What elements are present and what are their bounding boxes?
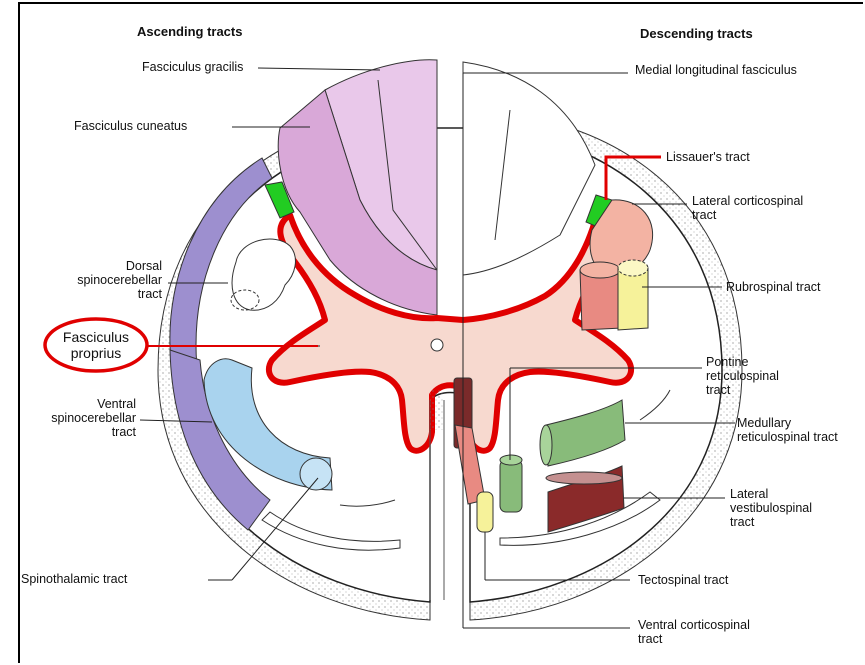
label-medullary-reticulospinal-line2: reticulospinal tract <box>737 430 838 444</box>
pontine-cap <box>500 455 522 465</box>
ventral-fissure-dots <box>430 390 444 430</box>
label-ventral-spinocerebellar-line3: tract <box>32 425 136 439</box>
label-fasciculus-proprius-line1: Fasciculus <box>46 329 146 345</box>
label-dorsal-spinocerebellar: Dorsal spinocerebellar tract <box>60 259 162 301</box>
rubrospinal-yellow-cap <box>618 260 648 276</box>
label-pontine-reticulospinal-line1: Pontine <box>706 355 779 369</box>
label-lateral-vestibulospinal: Lateral vestibulospinal tract <box>730 487 812 529</box>
label-medullary-reticulospinal-line1: Medullary <box>737 416 838 430</box>
label-medial-longitudinal: Medial longitudinal fasciculus <box>635 63 797 77</box>
label-lateral-corticospinal-line2: tract <box>692 208 803 222</box>
label-ventral-spinocerebellar-line1: Ventral <box>32 397 136 411</box>
label-dorsal-spinocerebellar-line3: tract <box>60 287 162 301</box>
label-tectospinal: Tectospinal tract <box>638 573 728 587</box>
label-fasciculus-proprius-line2: proprius <box>46 345 146 361</box>
label-spinothalamic: Spinothalamic tract <box>21 572 127 586</box>
medullary-cap <box>540 425 552 465</box>
label-ventral-corticospinal-line1: Ventral corticospinal <box>638 618 750 632</box>
label-fasciculus-proprius: Fasciculus proprius <box>46 329 146 361</box>
label-lissauer: Lissauer's tract <box>666 150 750 164</box>
label-rubrospinal: Rubrospinal tract <box>726 280 821 294</box>
label-dorsal-spinocerebellar-line1: Dorsal <box>60 259 162 273</box>
central-canal <box>431 339 443 351</box>
rubrospinal-cap <box>580 262 620 278</box>
vestibulospinal-cap <box>546 472 622 484</box>
label-pontine-reticulospinal-line3: tract <box>706 383 779 397</box>
label-lateral-vestibulospinal-line2: vestibulospinal <box>730 501 812 515</box>
label-ventral-corticospinal-line2: tract <box>638 632 750 646</box>
label-ventral-spinocerebellar: Ventral spinocerebellar tract <box>32 397 136 439</box>
rubrospinal-yellow <box>618 268 648 330</box>
label-fasciculus-cuneatus: Fasciculus cuneatus <box>74 119 187 133</box>
label-lateral-vestibulospinal-line3: tract <box>730 515 812 529</box>
pontine-reticulospinal-tract <box>500 460 522 512</box>
label-lateral-corticospinal-line1: Lateral corticospinal <box>692 194 803 208</box>
label-medullary-reticulospinal: Medullary reticulospinal tract <box>737 416 838 444</box>
label-fasciculus-gracilis: Fasciculus gracilis <box>142 60 243 74</box>
label-lateral-corticospinal: Lateral corticospinal tract <box>692 194 803 222</box>
ventral-spinocerebellar-cap <box>300 458 332 490</box>
label-lateral-vestibulospinal-line1: Lateral <box>730 487 812 501</box>
tectospinal-tract <box>477 492 493 532</box>
descending-header: Descending tracts <box>640 27 753 41</box>
label-pontine-reticulospinal-line2: reticulospinal <box>706 369 779 383</box>
label-ventral-corticospinal: Ventral corticospinal tract <box>638 618 750 646</box>
label-pontine-reticulospinal: Pontine reticulospinal tract <box>706 355 779 397</box>
ascending-header: Ascending tracts <box>137 25 242 39</box>
label-ventral-spinocerebellar-line2: spinocerebellar <box>32 411 136 425</box>
label-dorsal-spinocerebellar-line2: spinocerebellar <box>60 273 162 287</box>
